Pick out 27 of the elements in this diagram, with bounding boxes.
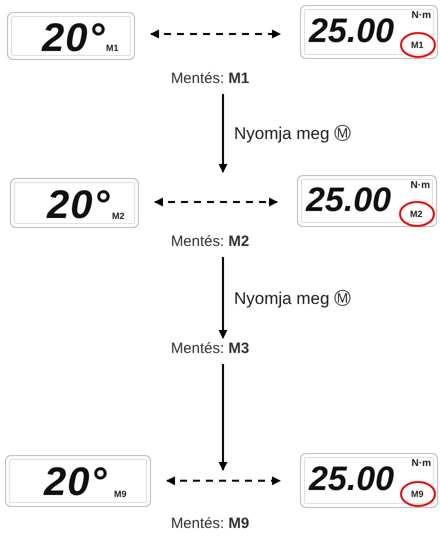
edge-label: Nyomja meg Ⓜ bbox=[234, 286, 352, 310]
memory-indicator: M1 bbox=[106, 43, 119, 53]
display-value: 20° bbox=[42, 18, 106, 58]
display-value: 25.00 bbox=[306, 183, 392, 217]
unit-indicator: N·m bbox=[412, 10, 431, 21]
lcd-display bbox=[5, 455, 151, 507]
lcd-display bbox=[297, 175, 437, 227]
lcd-display bbox=[300, 453, 438, 508]
memory-indicator: M1 bbox=[411, 40, 424, 50]
memory-indicator: M2 bbox=[112, 211, 125, 221]
display-value: 25.00 bbox=[309, 462, 394, 496]
lcd-display bbox=[10, 178, 139, 228]
display-value: 20° bbox=[47, 185, 110, 225]
unit-indicator: N·m bbox=[412, 458, 431, 469]
display-value: 20° bbox=[44, 462, 108, 502]
memory-indicator: M2 bbox=[410, 209, 423, 219]
edge-label: Nyomja meg Ⓜ bbox=[234, 122, 352, 145]
display-value: 25.00 bbox=[309, 14, 394, 48]
memory-indicator: M9 bbox=[411, 489, 424, 499]
unit-indicator: N·m bbox=[410, 180, 430, 191]
memory-indicator: M9 bbox=[114, 489, 127, 499]
save-caption: Mentés: M3 bbox=[170, 340, 250, 357]
lcd-display bbox=[300, 5, 438, 59]
save-caption: Mentés: M2 bbox=[170, 233, 250, 250]
save-caption: Mentés: M9 bbox=[170, 515, 250, 532]
lcd-display bbox=[7, 12, 135, 60]
save-caption: Mentés: M1 bbox=[170, 70, 250, 87]
